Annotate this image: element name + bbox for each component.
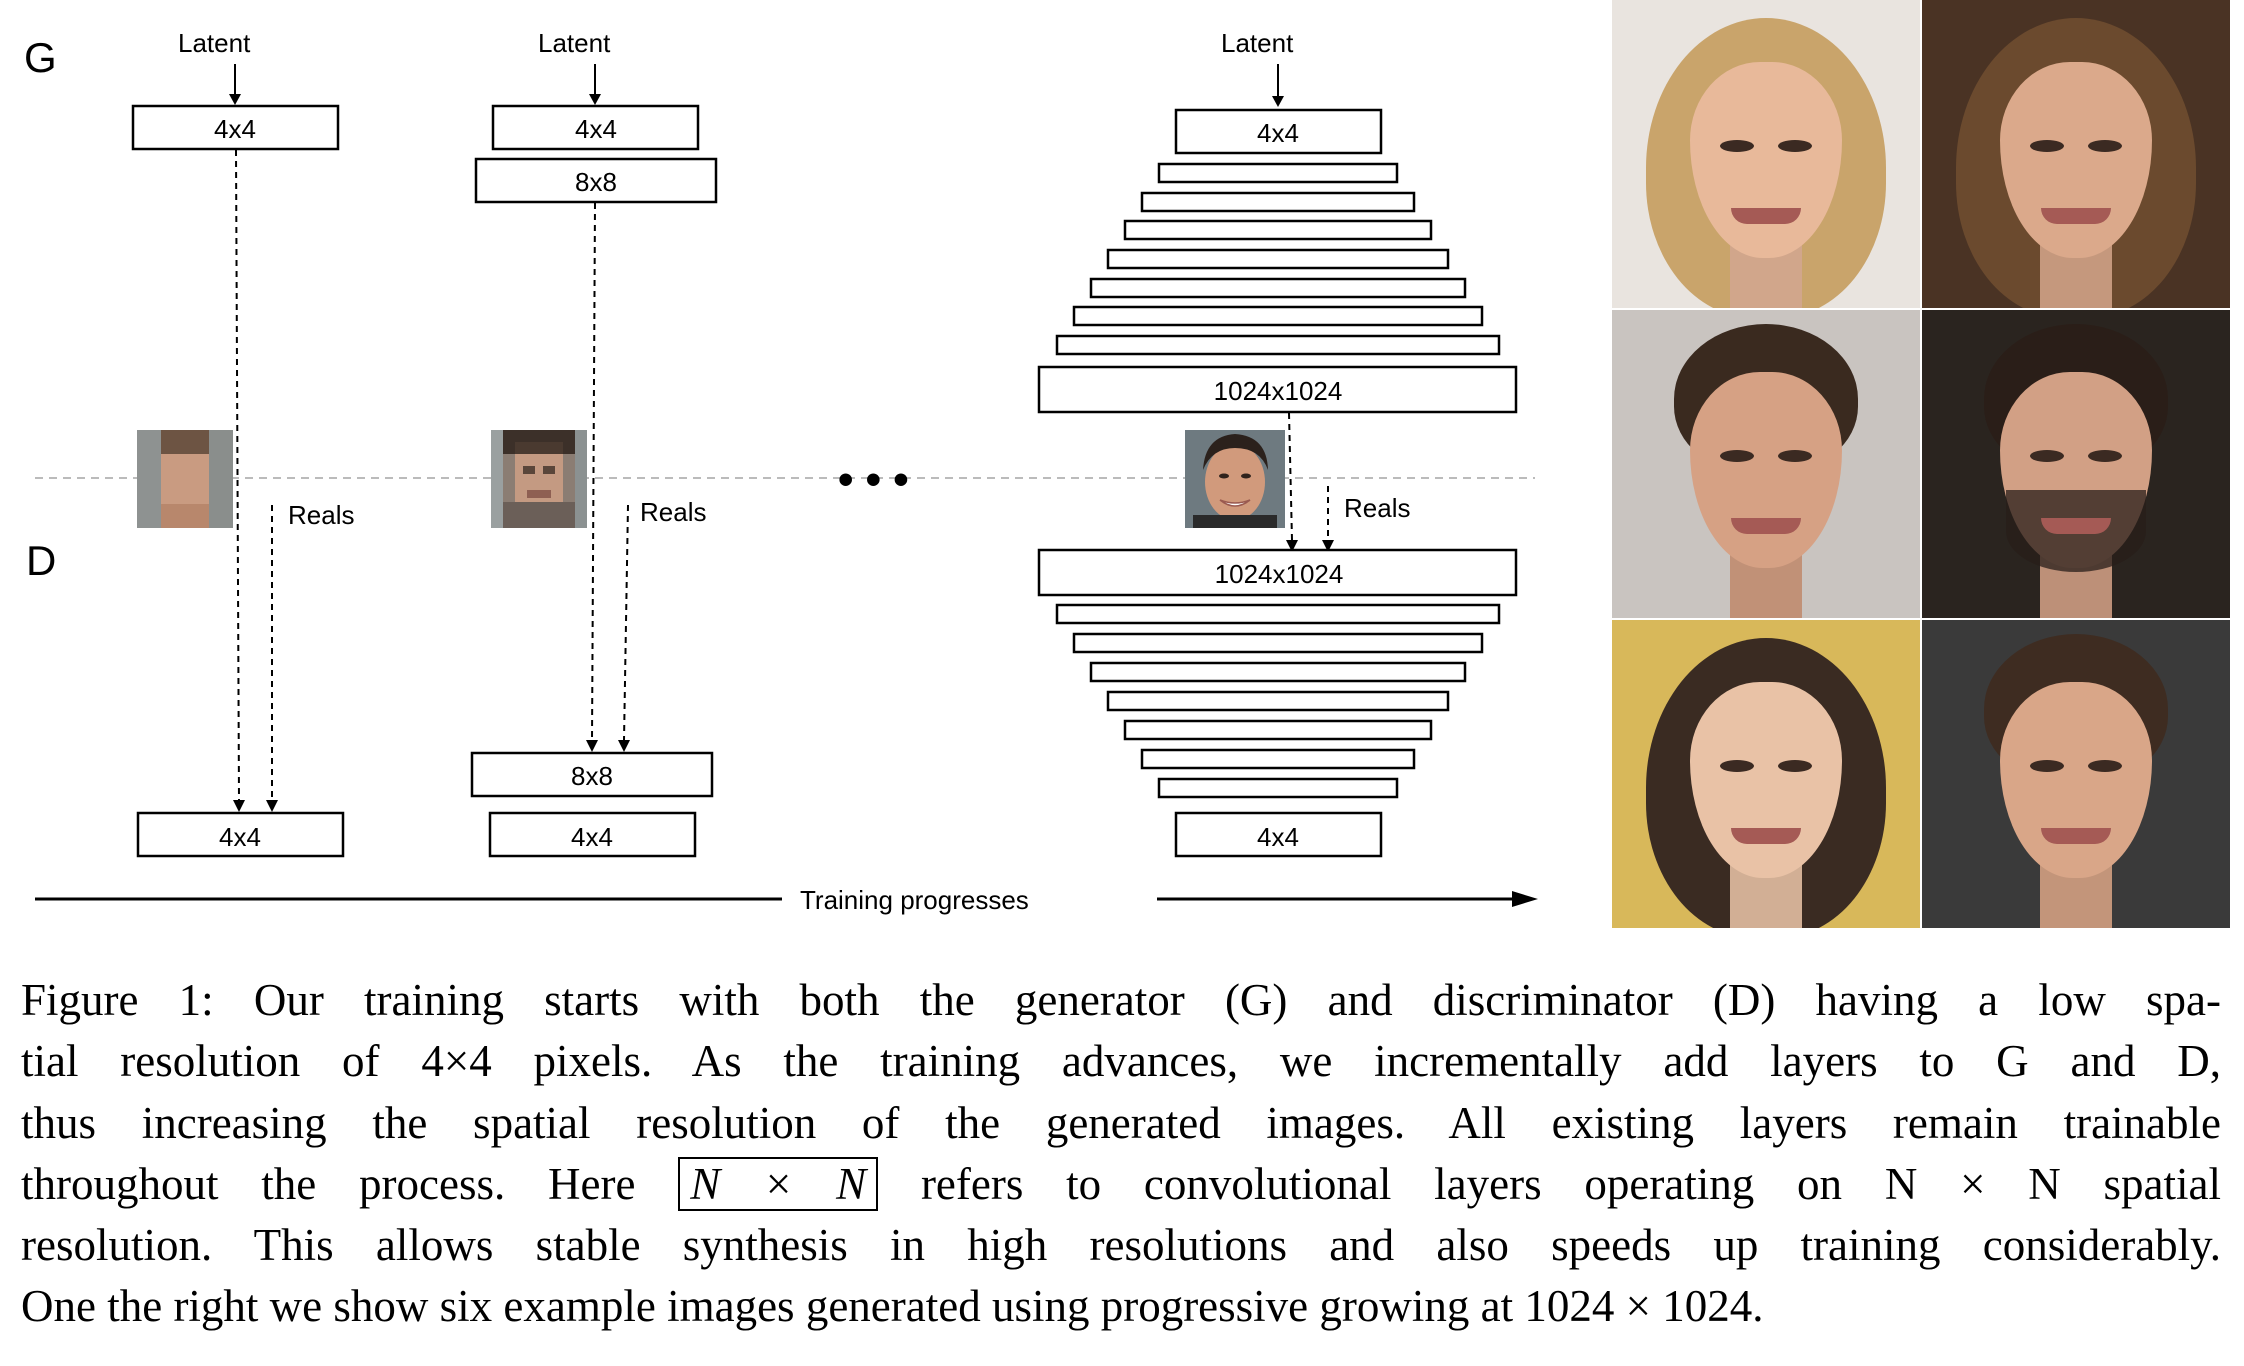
face-skin: [1690, 62, 1842, 258]
face-eye: [2030, 760, 2064, 772]
stage2-latent-arrowhead: [589, 94, 601, 105]
generator-label: G: [24, 34, 57, 81]
stage2-reals-dashed: [623, 504, 629, 741]
stage3-disc-1024-label: 1024x1024: [1215, 559, 1344, 589]
stage3-latent-label: Latent: [1221, 28, 1294, 58]
face-eye: [1778, 140, 1812, 152]
figure-caption: Figure 1: Our training starts with both …: [21, 970, 2221, 1338]
stage1-gen-arrowhead: [233, 800, 245, 812]
stage3-gen-dashed: [1288, 412, 1293, 541]
progress-arrowhead: [1512, 891, 1538, 907]
stage1-latent-arrowhead: [229, 94, 241, 105]
progress-label: Training progresses: [800, 885, 1029, 915]
stage1-latent-label: Latent: [178, 28, 251, 58]
stage3-disc-intermediate-layers: [1055, 603, 1501, 799]
caption-line-5: resolution. This allows stable synthesis…: [21, 1220, 2221, 1271]
stage3-real-image: [1185, 430, 1285, 528]
face-eye: [2088, 760, 2122, 772]
stage1-disc-4x4-box: [136, 811, 345, 858]
face-skin: [2000, 682, 2152, 878]
stage2-reals-label: Reals: [640, 497, 706, 527]
stage2-disc-8x8-box: [470, 751, 714, 798]
caption-line-2: tial resolution of 4×4 pixels. As the tr…: [21, 1036, 2221, 1087]
stage2-reals-arrowhead: [618, 740, 630, 752]
stage3-disc-4x4-box: [1174, 811, 1383, 858]
stage2-gen-4x4-label: 4x4: [575, 114, 617, 144]
face-mouth: [2041, 828, 2111, 844]
generated-face-image: [1922, 620, 2230, 928]
face-mouth: [1731, 518, 1801, 534]
stage2-latent-label: Latent: [538, 28, 611, 58]
generated-face-image: [1612, 310, 1920, 618]
face-mouth: [2041, 208, 2111, 224]
face-mouth: [1731, 828, 1801, 844]
stage1-reals-arrowhead: [266, 800, 278, 812]
face-eye: [1778, 450, 1812, 462]
stages-ellipsis: • • •: [838, 455, 909, 504]
face-skin: [1690, 372, 1842, 568]
generated-face-image: [1922, 0, 2230, 308]
caption-line-3: thus increasing the spatial resolution o…: [21, 1097, 2221, 1148]
stage2-disc-4x4-box: [488, 811, 697, 858]
stage3-gen-intermediate-layers: [1055, 162, 1501, 356]
caption-line-4-before: throughout the process. Here: [21, 1158, 636, 1209]
stage2-gen-8x8-box: [474, 157, 718, 204]
stage1-real-image: [137, 430, 233, 528]
generated-face-image: [1612, 0, 1920, 308]
stage3-disc-4x4-label: 4x4: [1257, 822, 1299, 852]
stage3-gen-1024-label: 1024x1024: [1214, 376, 1343, 406]
face-eye: [1720, 450, 1754, 462]
stage2-gen-8x8-label: 8x8: [575, 167, 617, 197]
generated-faces-grid: [1612, 0, 2232, 928]
stage3-gen-arrowhead: [1286, 540, 1298, 552]
stage1-gen-4x4-label: 4x4: [214, 114, 256, 144]
stage2-disc-4x4-label: 4x4: [571, 822, 613, 852]
stage3-gen-4x4-label: 4x4: [1257, 118, 1299, 148]
caption-line-4: throughout the process. Here N × N refer…: [21, 1154, 2221, 1215]
face-eye: [2030, 450, 2064, 462]
stage1-gen-4x4-box: [131, 104, 340, 151]
face-eye: [2088, 450, 2122, 462]
stage1-gen-dashed: [235, 149, 240, 801]
stage2-gen-arrowhead: [586, 740, 598, 752]
stage3-gen-4x4-box: [1174, 108, 1383, 155]
generated-face-image: [1922, 310, 2230, 618]
stage2-gen-dashed: [591, 202, 596, 741]
stage1-reals-label: Reals: [288, 500, 354, 530]
stage2-disc-8x8-label: 8x8: [571, 761, 613, 791]
caption-line-4-after: refers to convolutional layers operating…: [920, 1158, 2221, 1209]
stage2-gen-4x4-box: [491, 104, 700, 151]
progressive-growing-diagram: G D Latent 4x4 Reals 4x4 Latent 4x4 8x8: [24, 28, 1538, 915]
face-eye: [2030, 140, 2064, 152]
face-eye: [1778, 760, 1812, 772]
stage3-disc-1024-box: [1037, 548, 1518, 597]
caption-line-6: One the right we show six example images…: [21, 1281, 1764, 1332]
face-skin: [1690, 682, 1842, 878]
stage3-gen-1024-box: [1037, 365, 1518, 414]
face-eye: [1720, 760, 1754, 772]
caption-boxed-nxn: N × N: [678, 1156, 879, 1211]
stage3-reals-label: Reals: [1344, 493, 1410, 523]
stage3-reals-arrowhead: [1322, 540, 1334, 552]
face-eye: [1720, 140, 1754, 152]
discriminator-label: D: [26, 537, 56, 584]
face-mouth: [1731, 208, 1801, 224]
stage2-real-image: [491, 430, 587, 528]
face-eye: [2088, 140, 2122, 152]
stage1-disc-4x4-label: 4x4: [219, 822, 261, 852]
face-skin: [2000, 62, 2152, 258]
caption-line-1: Figure 1: Our training starts with both …: [21, 975, 2221, 1025]
face-mouth: [2041, 518, 2111, 534]
generated-face-image: [1612, 620, 1920, 928]
stage3-latent-arrowhead: [1272, 96, 1284, 107]
